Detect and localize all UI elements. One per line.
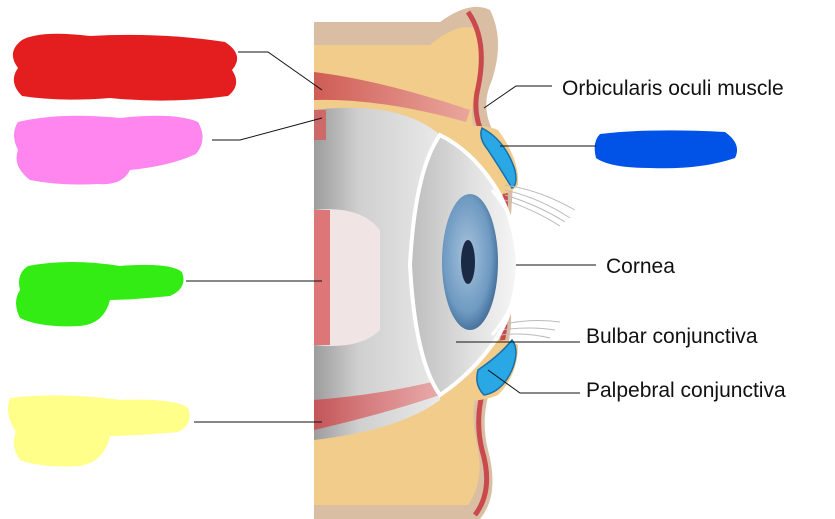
yellow-label-mask (8, 395, 190, 467)
red-label-mask (12, 33, 238, 101)
superior-muscle (314, 72, 470, 122)
blue-label-mask (594, 130, 738, 169)
orbicularis-oculi-label: Orbicularis oculi muscle (562, 77, 784, 100)
inferior-muscle (314, 380, 440, 430)
bulbar-conjunctiva-label: Bulbar conjunctiva (586, 325, 758, 348)
palpebral-conjunctiva-label: Palpebral conjunctiva (586, 379, 786, 402)
lateral-muscle-top (314, 209, 380, 346)
palpebral-conjunctiva-lower (476, 338, 517, 396)
pupil (461, 240, 475, 284)
palpebral-conjunctiva-upper (480, 126, 517, 189)
cornea-label: Cornea (606, 255, 675, 278)
upper-eyelashes (504, 184, 576, 227)
leader-lines (186, 51, 596, 423)
pink-label-mask (14, 115, 203, 185)
green-label-mask (16, 262, 184, 327)
cornea-shape (490, 189, 524, 336)
